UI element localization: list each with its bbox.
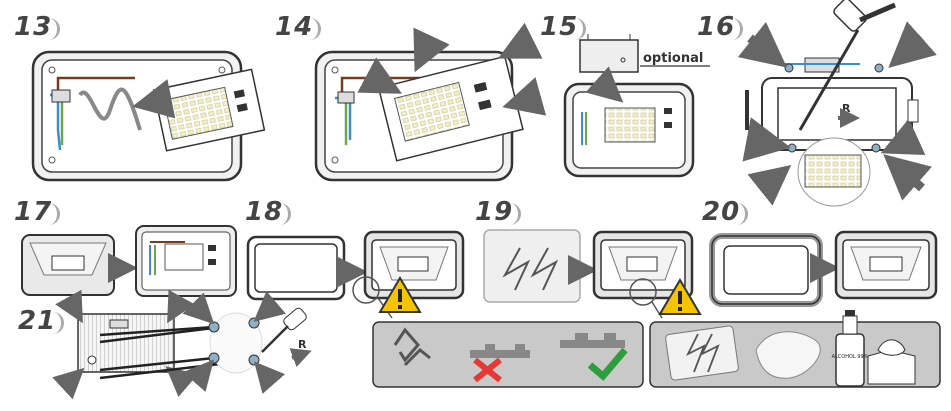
warning-panel-seal xyxy=(372,276,644,388)
step-number-13: 13 xyxy=(14,12,61,42)
step-number-18: 18 xyxy=(245,197,292,227)
optional-label: optional xyxy=(643,51,703,66)
step-19-illustration xyxy=(483,229,694,319)
step-17-illustration xyxy=(21,225,237,297)
step-number-17: 17 xyxy=(14,197,61,227)
bottle-label: ALCOHOL 99% xyxy=(832,354,869,360)
step-18-illustration xyxy=(246,230,465,319)
step-16-illustration: R xyxy=(737,0,937,207)
rotate-label-16: R xyxy=(842,102,851,115)
step-20-illustration xyxy=(709,230,938,307)
step-number-19: 19 xyxy=(475,197,522,227)
step-14-illustration xyxy=(314,22,547,182)
step-13-illustration xyxy=(31,50,266,182)
step-number-20: 20 xyxy=(702,197,749,227)
step-number-15: 15 xyxy=(540,12,587,42)
check-icon xyxy=(587,347,628,381)
step-21-illustration: R xyxy=(52,289,312,400)
step-15-illustration: optional xyxy=(563,34,710,178)
step-number-14: 14 xyxy=(275,12,322,42)
rotate-label-21: R xyxy=(298,338,307,351)
warning-panel-clean: ALCOHOL 99% xyxy=(649,278,941,388)
